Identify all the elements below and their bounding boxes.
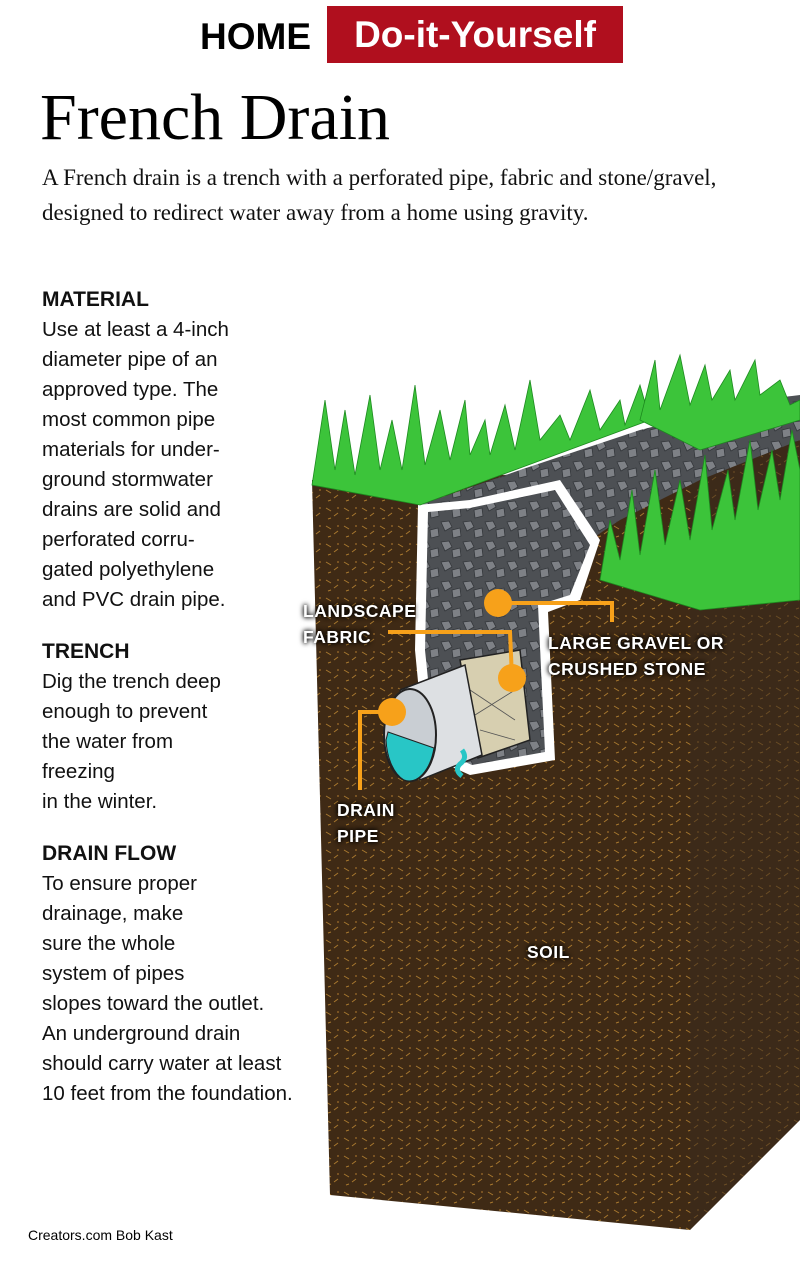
intro-text: A French drain is a trench with a perfor… (42, 165, 717, 225)
body-line: slopes toward the outlet. (42, 992, 265, 1015)
body-line: gated polyethylene (42, 558, 215, 581)
callout-dot-fabric (498, 664, 526, 692)
section-heading-trench: TRENCH (42, 640, 130, 663)
body-line: the water from (42, 730, 174, 753)
body-line: should carry water at least (42, 1052, 282, 1075)
label-drain-pipe: DRAIN PIPE (337, 797, 395, 849)
body-line: approved type. The (42, 378, 219, 401)
section-body-drain-flow: To ensure proper drainage, make sure the… (42, 869, 342, 1109)
body-line: ground stormwater (42, 468, 213, 491)
body-line: An underground drain (42, 1022, 241, 1045)
header-home: HOME (200, 16, 311, 57)
grass (311, 353, 800, 611)
body-line: system of pipes (42, 962, 185, 985)
section-body-trench: Dig the trench deep enough to prevent th… (42, 667, 342, 817)
body-line: Use at least a 4-inch (42, 318, 229, 341)
page-title: French Drain (40, 81, 391, 154)
section-heading-drain-flow: DRAIN FLOW (42, 842, 177, 865)
label-soil: SOIL (527, 942, 570, 962)
label-line: CRUSHED STONE (548, 659, 706, 679)
body-line: drainage, make (42, 902, 184, 925)
callout-dot-pipe (378, 698, 406, 726)
body-line: enough to prevent (42, 700, 208, 723)
body-line: Dig the trench deep (42, 670, 221, 693)
label-line: FABRIC (303, 627, 372, 647)
body-line: perforated corru- (42, 528, 195, 551)
label-gravel: LARGE GRAVEL OR CRUSHED STONE (548, 630, 724, 682)
body-line: To ensure proper (42, 872, 197, 895)
credit-line: Creators.com Bob Kast (28, 1227, 173, 1243)
label-landscape-fabric: LANDSCAPE FABRIC (303, 598, 416, 650)
body-line: sure the whole (42, 932, 176, 955)
label-line: DRAIN (337, 800, 395, 820)
body-line: materials for under- (42, 438, 220, 461)
callout-dot-gravel (484, 589, 512, 617)
section-heading-material: MATERIAL (42, 288, 149, 311)
body-line: drains are solid and (42, 498, 221, 521)
body-line: diameter pipe of an (42, 348, 218, 371)
body-line: in the winter. (42, 790, 158, 813)
drain-pipe-graphic (383, 649, 531, 782)
section-body-material: Use at least a 4-inch diameter pipe of a… (42, 315, 342, 615)
header-section-badge: Do-it-Yourself (327, 6, 623, 63)
label-line: LARGE GRAVEL OR (548, 633, 725, 653)
body-line: 10 feet from the foundation. (42, 1082, 293, 1105)
label-line: LANDSCAPE (303, 601, 417, 621)
body-line: freezing (42, 760, 115, 783)
body-line: and PVC drain pipe. (42, 588, 226, 611)
label-line: PIPE (337, 826, 379, 846)
body-line: most common pipe (42, 408, 216, 431)
info-column: MATERIAL Use at least a 4-inch diameter … (42, 285, 342, 1131)
soil-front-face (312, 470, 690, 1230)
